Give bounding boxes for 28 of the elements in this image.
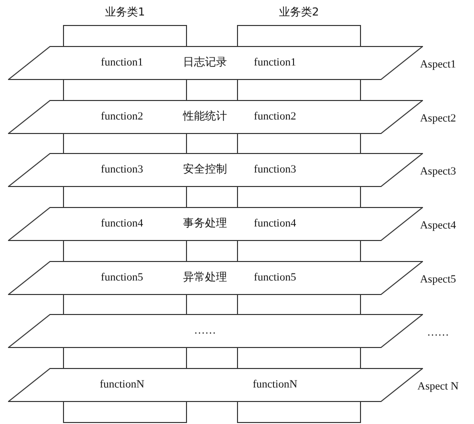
layer-label: function3 bbox=[100, 164, 144, 176]
layer-label: function1 bbox=[254, 56, 296, 70]
layer-label: …… bbox=[194, 324, 216, 338]
aspect-name: Aspect N bbox=[417, 380, 459, 394]
layer-label: function2 bbox=[254, 110, 296, 124]
column-heading: 业务类2 bbox=[279, 6, 319, 18]
layer-label: functionN bbox=[100, 378, 144, 392]
layer-label: function4 bbox=[100, 218, 144, 230]
aspect-name: Aspect3 bbox=[420, 166, 456, 178]
layer-label: 日志记录 bbox=[183, 56, 227, 70]
layer-label: function5 bbox=[100, 272, 144, 284]
layer-label: 异常处理 bbox=[183, 272, 227, 284]
layer-label: 事务处理 bbox=[183, 218, 227, 230]
column-heading: 业务类1 bbox=[105, 6, 145, 18]
layer-label: function3 bbox=[254, 164, 296, 176]
layer-label: function5 bbox=[254, 272, 296, 284]
layer-label: function1 bbox=[100, 56, 144, 70]
aspect-name: Aspect2 bbox=[420, 112, 456, 126]
aspect-name: …… bbox=[427, 326, 449, 340]
aspect-name: Aspect5 bbox=[420, 274, 456, 286]
layer-label: 性能统计 bbox=[183, 110, 227, 124]
layer-label: function4 bbox=[254, 218, 296, 230]
layer-label: functionN bbox=[252, 378, 298, 392]
aspect-name: Aspect4 bbox=[420, 220, 456, 232]
aspect-name: Aspect1 bbox=[420, 58, 456, 72]
layer-label: function2 bbox=[100, 110, 144, 124]
layer-label: 安全控制 bbox=[183, 164, 227, 176]
aspect-layer bbox=[8, 314, 423, 348]
